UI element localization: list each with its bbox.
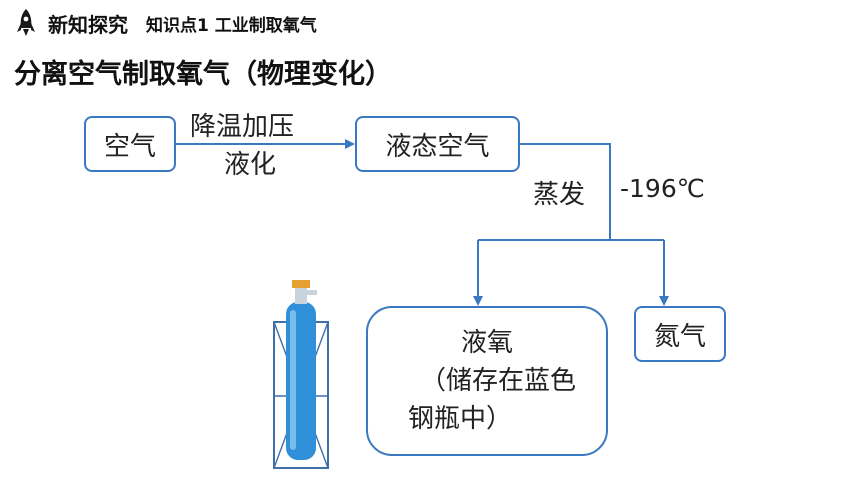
node-nitrogen-label: 氮气 <box>653 321 706 352</box>
node-nitrogen: 氮气 <box>634 306 726 362</box>
node-air-label: 空气 <box>103 131 156 162</box>
header: 新知探究 知识点1 工业制取氧气 <box>14 6 317 40</box>
node-oxygen-line3: 钢瓶中） <box>407 404 512 434</box>
section-title: 新知探究 <box>48 12 128 37</box>
node-liquid-air: 液态空气 <box>355 116 520 172</box>
rocket-icon <box>17 9 35 36</box>
page-title: 分离空气制取氧气（物理变化） <box>14 59 392 90</box>
node-liquid-air-label: 液态空气 <box>385 131 490 162</box>
node-oxygen-line1: 液氧 <box>460 328 513 358</box>
topic-title: 知识点1 工业制取氧气 <box>146 15 317 36</box>
oxygen-cylinder-icon <box>273 280 329 469</box>
edge-condition-line2: 液化 <box>224 150 277 180</box>
edge-evaporate-label: 蒸发 <box>533 180 586 210</box>
node-air: 空气 <box>84 116 176 172</box>
node-oxygen-line2: （储存在蓝色 <box>419 366 576 396</box>
node-liquid-oxygen: 液氧 （储存在蓝色 钢瓶中） <box>366 306 608 456</box>
edge-condition-line1: 降温加压 <box>190 112 295 142</box>
connector-liquid-air-down <box>520 143 611 240</box>
edge-temperature-label: -196℃ <box>620 174 705 203</box>
